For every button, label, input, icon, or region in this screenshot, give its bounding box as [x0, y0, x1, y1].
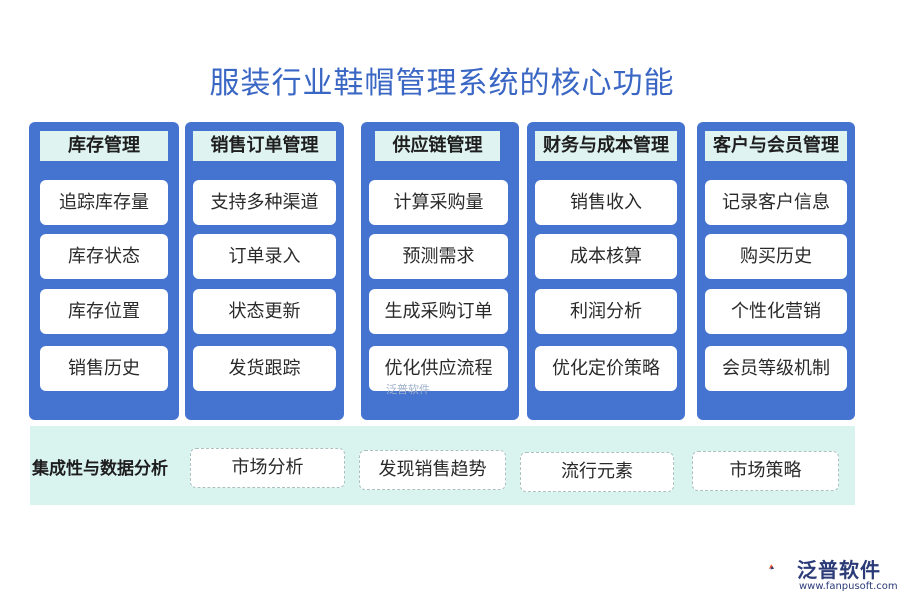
feature-item: 购买历史 — [705, 234, 847, 279]
integration-item: 流行元素 — [520, 452, 674, 492]
feature-item: 状态更新 — [193, 289, 336, 334]
brand-logo-icon — [768, 564, 774, 570]
integration-item: 市场分析 — [190, 448, 345, 488]
column-header: 客户与会员管理 — [705, 131, 847, 161]
feature-item: 库存位置 — [40, 289, 168, 334]
column-sales-orders: 销售订单管理 支持多种渠道 订单录入 状态更新 发货跟踪 — [185, 122, 344, 420]
feature-item: 优化供应流程 — [369, 346, 508, 391]
integration-item: 市场策略 — [692, 451, 839, 491]
column-customer-member: 客户与会员管理 记录客户信息 购买历史 个性化营销 会员等级机制 — [697, 122, 855, 420]
column-header: 供应链管理 — [375, 131, 500, 161]
feature-item: 计算采购量 — [369, 180, 508, 225]
column-header: 销售订单管理 — [193, 131, 336, 161]
page-title: 服装行业鞋帽管理系统的核心功能 — [209, 66, 675, 101]
watermark: 泛普软件 — [386, 383, 430, 396]
feature-item: 订单录入 — [193, 234, 336, 279]
feature-item: 个性化营销 — [705, 289, 847, 334]
feature-item: 发货跟踪 — [193, 346, 336, 391]
feature-item: 成本核算 — [535, 234, 677, 279]
feature-item: 预测需求 — [369, 234, 508, 279]
column-header: 库存管理 — [40, 131, 168, 161]
brand-url: www.fanpusoft.com — [799, 581, 898, 592]
feature-item: 库存状态 — [40, 234, 168, 279]
feature-item: 利润分析 — [535, 289, 677, 334]
feature-item: 支持多种渠道 — [193, 180, 336, 225]
feature-item: 生成采购订单 — [369, 289, 508, 334]
integration-item: 发现销售趋势 — [359, 450, 506, 490]
brand-name: 泛普软件 — [797, 558, 881, 582]
column-finance-cost: 财务与成本管理 销售收入 成本核算 利润分析 优化定价策略 — [527, 122, 685, 420]
feature-item: 优化定价策略 — [535, 346, 677, 391]
integration-label: 集成性与数据分析 — [32, 459, 168, 479]
feature-item: 销售历史 — [40, 346, 168, 391]
feature-item: 追踪库存量 — [40, 180, 168, 225]
column-supply-chain: 供应链管理 计算采购量 预测需求 生成采购订单 优化供应流程 — [361, 122, 519, 420]
feature-item: 销售收入 — [535, 180, 677, 225]
feature-item: 会员等级机制 — [705, 346, 847, 391]
feature-item: 记录客户信息 — [705, 180, 847, 225]
column-header: 财务与成本管理 — [535, 131, 677, 161]
column-inventory: 库存管理 追踪库存量 库存状态 库存位置 销售历史 — [29, 122, 179, 420]
